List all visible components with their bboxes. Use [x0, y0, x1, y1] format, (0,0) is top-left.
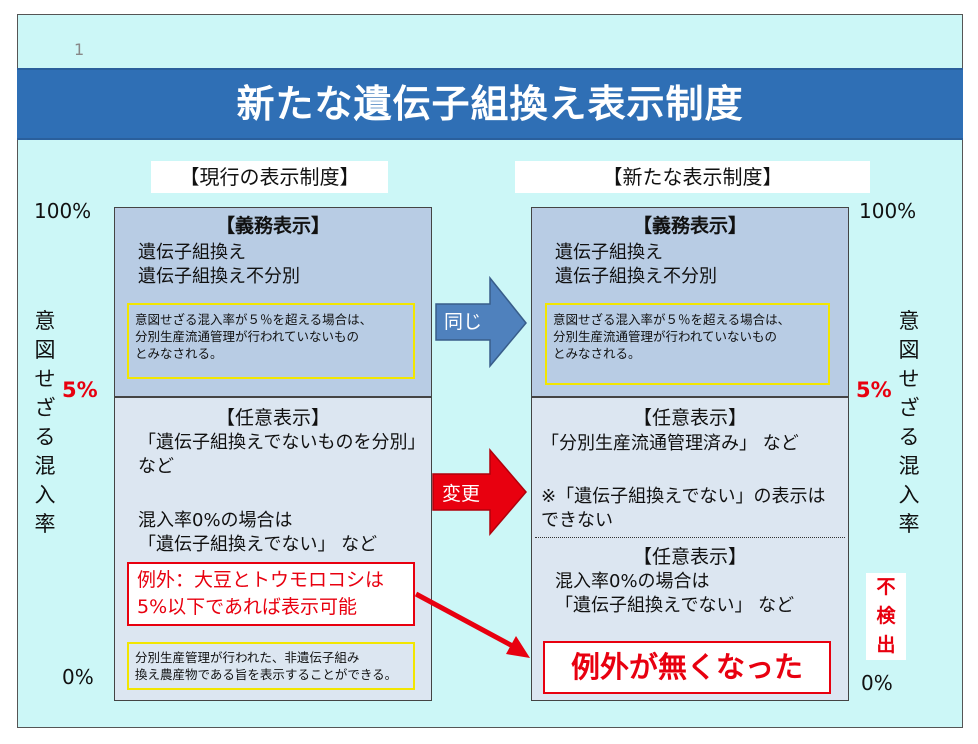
- right-voluntary1-note: ※「遺伝子組換えでない」の表示はできない: [541, 486, 826, 531]
- left-voluntary-lines1: 「遺伝子組換えでないものを分別」など: [138, 432, 426, 477]
- change-arrow-icon: [432, 447, 527, 537]
- right-voluntary2-title: 【任意表示】: [632, 546, 747, 568]
- right-threshold: 5%: [856, 378, 892, 402]
- left-voluntary-lines2: 混入率0%の場合は「遺伝子組換えでない」 など: [138, 510, 378, 555]
- page-number: 1: [74, 40, 85, 59]
- left-voluntary-note: 分別生産管理が行われた、非遺伝子組み換え農産物である旨を表示することができる。: [127, 642, 415, 690]
- left-header: 【現行の表示制度】: [151, 161, 388, 193]
- left-mandatory-title: 【義務表示】: [215, 215, 330, 237]
- page-title: 新たな遺伝子組換え表示制度: [236, 82, 744, 126]
- title-band: 新たな遺伝子組換え表示制度: [17, 68, 963, 140]
- left-threshold: 5%: [62, 378, 98, 402]
- left-voluntary-title: 【任意表示】: [215, 407, 330, 429]
- exception-link-arrowhead-icon: [506, 636, 530, 658]
- right-divider: [535, 537, 845, 538]
- right-header: 【新たな表示制度】: [515, 161, 870, 193]
- right-mandatory-title: 【義務表示】: [632, 215, 747, 237]
- right-mandatory-note: 意図せざる混入率が５％を超える場合は、分別生産流通管理が行われていないものとみな…: [545, 303, 830, 385]
- left-pct-top: 100%: [34, 199, 92, 223]
- right-pct-bottom: 0%: [861, 671, 893, 695]
- right-vertical-label: 意図せざる混入率: [898, 309, 920, 536]
- right-pct-top: 100%: [859, 199, 917, 223]
- right-voluntary1-title: 【任意表示】: [632, 407, 747, 429]
- left-mandatory-note: 意図せざる混入率が５％を超える場合は、分別生産流通管理が行われていないものとみな…: [127, 303, 415, 379]
- same-arrow-label: 同じ: [444, 311, 483, 333]
- right-mandatory-section: [531, 207, 849, 397]
- left-vertical-label: 意図せざる混入率: [34, 309, 56, 536]
- left-mandatory-section: [114, 207, 432, 397]
- left-voluntary-section: [114, 397, 432, 701]
- left-pct-bottom: 0%: [62, 665, 94, 689]
- left-mandatory-lines: 遺伝子組換え遺伝子組換え不分別: [138, 242, 300, 287]
- no-exception-box: 例外が無くなった: [543, 641, 831, 694]
- change-arrow-label: 変更: [442, 483, 481, 505]
- exception-link-arrow-line: [414, 591, 522, 653]
- right-voluntary2-lines: 混入率0%の場合は「遺伝子組換えでない」 など: [555, 571, 795, 616]
- right-voluntary1-line: 「分別生産流通管理済み」 など: [541, 433, 799, 454]
- not-detected-label: 不検出: [866, 573, 906, 660]
- same-arrow-icon: [435, 275, 527, 369]
- right-mandatory-lines: 遺伝子組換え遺伝子組換え不分別: [555, 242, 717, 287]
